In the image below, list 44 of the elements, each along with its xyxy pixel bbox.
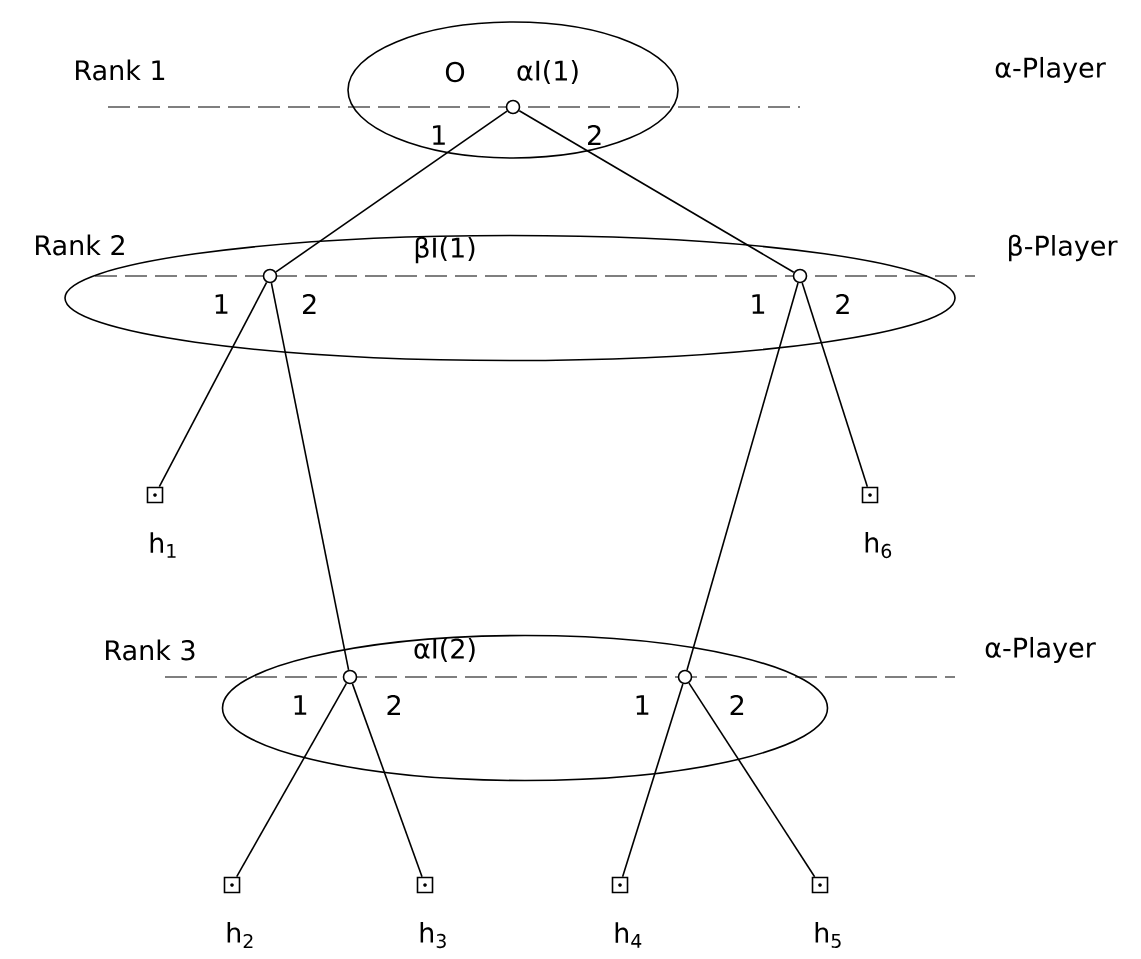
row-label: Rank 1 <box>76 59 165 81</box>
row-label: Rank 3 <box>106 639 195 661</box>
edge-label: 1 <box>294 695 307 715</box>
row-label: β-Player <box>1009 234 1118 262</box>
terminal-square <box>223 876 241 894</box>
decision-vertex <box>505 99 521 115</box>
branch-line <box>235 682 348 878</box>
terminal-square <box>146 486 164 504</box>
decision-vertex <box>342 669 358 685</box>
vertex-label: O <box>445 61 465 83</box>
branch-line <box>518 109 795 274</box>
branch-line <box>688 682 816 878</box>
edge-label: 2 <box>730 695 744 716</box>
vertex-label: h$_{5}$ <box>815 922 841 948</box>
row-label: α-Player <box>985 636 1096 664</box>
edge-label: 1 <box>636 695 649 715</box>
terminal-square <box>811 876 829 894</box>
terminal-square <box>861 486 879 504</box>
decision-vertex <box>792 268 808 284</box>
vertex-label: h$_{6}$ <box>865 531 892 559</box>
branch-line <box>158 281 268 488</box>
decision-vertex <box>677 669 693 685</box>
terminal-square <box>611 876 629 894</box>
edge-label: 1 <box>752 294 765 314</box>
edge-label: 2 <box>588 125 601 145</box>
decision-vertex <box>262 268 278 284</box>
edge-label: 2 <box>303 294 316 315</box>
branch-line <box>621 683 684 878</box>
row-label: Rank 2 <box>36 234 124 256</box>
branch-line <box>270 282 350 671</box>
row-label: α-Player <box>995 56 1106 84</box>
branch-line <box>275 110 508 273</box>
edge-label: 1 <box>433 125 445 145</box>
vertex-label: h$_{3}$ <box>420 921 446 949</box>
edge-label: 1 <box>215 294 228 314</box>
branch-line <box>351 683 423 878</box>
vertex-label: h$_{4}$ <box>615 922 642 948</box>
edge-label: 2 <box>836 294 849 315</box>
vertex-label: h$_{1}$ <box>150 532 176 558</box>
edge-label: 2 <box>387 695 400 716</box>
branch-line <box>801 282 869 488</box>
vertex-label: h$_{2}$ <box>227 922 253 948</box>
terminal-square <box>416 876 434 894</box>
branch-line <box>686 282 799 671</box>
